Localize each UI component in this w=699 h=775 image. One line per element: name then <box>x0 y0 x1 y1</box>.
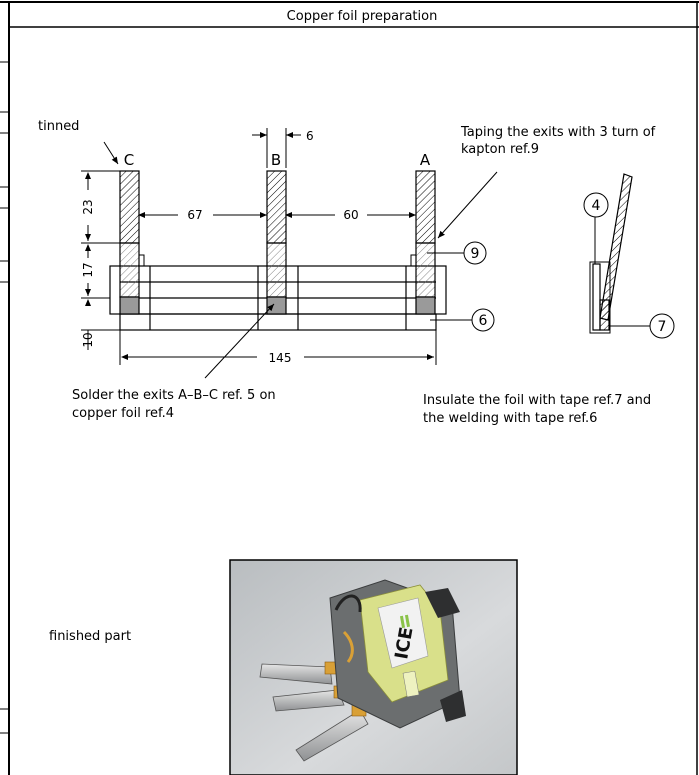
ref-9-label: 9 <box>471 246 480 262</box>
side-view <box>589 173 651 334</box>
dim-width-6 <box>252 128 301 168</box>
taping-note-line2: kapton ref.9 <box>461 142 539 157</box>
dim-width-6-label: 6 <box>306 129 314 143</box>
exit-a-label: A <box>420 151 431 169</box>
dim-length-145 <box>119 330 437 365</box>
dim-vertical-chain <box>81 170 120 350</box>
solder-leader <box>204 303 275 379</box>
ref-6-label: 6 <box>479 313 488 329</box>
solder-note-line2: copper foil ref.4 <box>72 406 174 421</box>
ref-4-label: 4 <box>592 198 601 214</box>
dim-height-23-label: 23 <box>81 199 95 214</box>
ref-7-balloon <box>649 313 675 339</box>
ref-7-label: 7 <box>658 319 667 335</box>
tinned-leader <box>103 141 119 165</box>
dim-gap-60-label: 60 <box>343 208 358 222</box>
taping-note-line1: Taping the exits with 3 turn of <box>460 125 656 140</box>
insulate-note-line2: the welding with tape ref.6 <box>423 411 597 426</box>
taping-leader <box>437 171 498 239</box>
sheet-title: Copper foil preparation <box>287 9 438 24</box>
finished-part-photo: ICE <box>229 559 518 775</box>
finished-part-label: finished part <box>49 629 131 644</box>
exit-c-label: C <box>124 151 134 169</box>
ref-6-balloon <box>471 308 495 332</box>
ref-4-balloon <box>583 192 609 218</box>
exit-a <box>410 170 436 315</box>
exit-b-label: B <box>271 151 281 169</box>
exit-b <box>266 170 287 315</box>
dim-height-17-label: 17 <box>81 262 95 277</box>
dim-height-10-label: 10 <box>81 332 95 347</box>
dim-length-145-label: 145 <box>269 351 292 365</box>
insulate-note-line1: Insulate the foil with tape ref.7 and <box>423 393 651 408</box>
assembly-drawing: C B A tinned 6 67 60 <box>38 119 498 379</box>
tinned-label: tinned <box>38 119 79 134</box>
dim-gap-67-label: 67 <box>187 208 202 222</box>
exit-c <box>119 170 145 315</box>
solder-note-line1: Solder the exits A–B–C ref. 5 on <box>72 388 276 403</box>
ref-9-balloon <box>463 241 487 265</box>
